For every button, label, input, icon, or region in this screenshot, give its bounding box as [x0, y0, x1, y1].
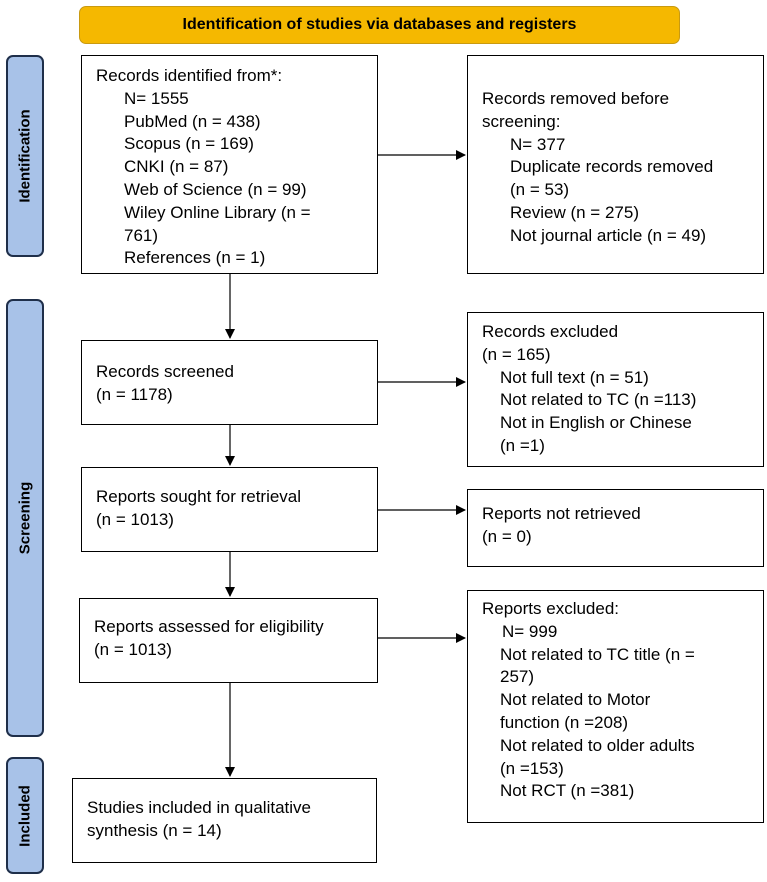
reports-assessed-label: Reports assessed for eligibility	[94, 617, 324, 636]
studies-included-box: Studies included in qualitative synthesi…	[72, 778, 377, 863]
records-removed-heading: Records removed before	[482, 88, 749, 111]
reports-excluded-reason: Not related to Motor	[482, 689, 749, 712]
reason-word: Not	[500, 690, 527, 710]
records-identified-heading: Records identified from*:	[96, 66, 283, 85]
records-excluded-count: (n = 165)	[482, 344, 551, 364]
records-screened-box: Records screened (n = 1178)	[81, 340, 378, 425]
heading-word: Records	[482, 89, 546, 108]
reports-excluded-reason: (n =153)	[500, 758, 564, 778]
reports-assessed-count: (n = 1013)	[94, 639, 172, 659]
records-excluded-label: Records excluded	[482, 322, 619, 341]
reports-excluded-reason: Not related to TC title (n =	[500, 644, 695, 664]
records-identified-line: CNKI (n = 87)	[124, 157, 229, 177]
records-identified-box: Records identified from*: N= 1555 PubMed…	[81, 55, 378, 274]
records-excluded-reason: (n =1)	[500, 435, 545, 455]
records-identified-line: N= 1555	[124, 88, 189, 108]
reports-excluded-reason: Not related to older adults	[500, 735, 695, 755]
reports-not-retrieved-label: Reports not retrieved	[482, 504, 641, 523]
identification-header: Identification of studies via databases …	[79, 6, 680, 44]
records-excluded-reason: Not in English or Chinese	[500, 413, 692, 433]
reports-sought-label: Reports sought for retrieval	[96, 487, 302, 506]
stage-identification: Identification	[6, 55, 44, 257]
reports-excluded-heading: Reports excluded:	[482, 599, 620, 618]
records-screened-count: (n = 1178)	[96, 384, 173, 404]
records-identified-line: Web of Science (n = 99)	[124, 179, 307, 199]
records-removed-line: (n = 53)	[510, 180, 570, 200]
stage-screening: Screening	[6, 299, 44, 737]
records-removed-box: Records removed before screening: N= 377…	[467, 55, 764, 274]
records-identified-line: Scopus (n = 169)	[124, 134, 254, 154]
studies-included-label: Studies included in qualitative	[87, 798, 311, 817]
records-removed-line: Duplicate records removed	[510, 157, 714, 177]
records-excluded-reason: Not related to TC (n =113)	[500, 390, 697, 410]
reason-word: Motor	[606, 690, 651, 710]
reports-excluded-total: N= 999	[502, 621, 558, 641]
records-identified-line: References (n = 1)	[124, 248, 266, 268]
reports-not-retrieved-count: (n = 0)	[482, 526, 532, 546]
stage-included: Included	[6, 757, 44, 874]
reports-not-retrieved-box: Reports not retrieved (n = 0)	[467, 489, 764, 567]
reports-excluded-reason: function (n =208)	[500, 712, 629, 732]
reports-excluded-reason: 257)	[500, 667, 535, 687]
heading-word: before	[620, 89, 670, 108]
records-excluded-reason: Not full text (n = 51)	[500, 367, 649, 387]
heading-word: removed	[550, 89, 617, 108]
records-removed-heading-cont: screening:	[482, 111, 561, 131]
reports-sought-box: Reports sought for retrieval (n = 1013)	[81, 467, 378, 552]
reports-assessed-box: Reports assessed for eligibility (n = 10…	[79, 598, 378, 683]
reports-excluded-box: Reports excluded: N= 999 Not related to …	[467, 590, 764, 823]
reason-word: to	[587, 690, 603, 710]
records-excluded-box: Records excluded (n = 165) Not full text…	[467, 312, 764, 467]
reports-sought-count: (n = 1013)	[96, 509, 174, 529]
records-screened-label: Records screened	[96, 362, 234, 381]
records-identified-line: 761)	[124, 225, 159, 245]
studies-included-count: synthesis (n = 14)	[87, 820, 222, 840]
header-title: Identification of studies via databases …	[182, 16, 577, 33]
records-removed-line: Review (n = 275)	[510, 202, 639, 222]
records-identified-line: PubMed (n = 438)	[124, 111, 261, 131]
records-removed-line: N= 377	[510, 134, 566, 154]
reports-excluded-reason: Not RCT (n =381)	[500, 781, 635, 801]
reason-word: related	[531, 690, 584, 710]
records-identified-line: Wiley Online Library (n =	[124, 202, 311, 222]
records-removed-line: Not journal article (n = 49)	[510, 225, 707, 245]
